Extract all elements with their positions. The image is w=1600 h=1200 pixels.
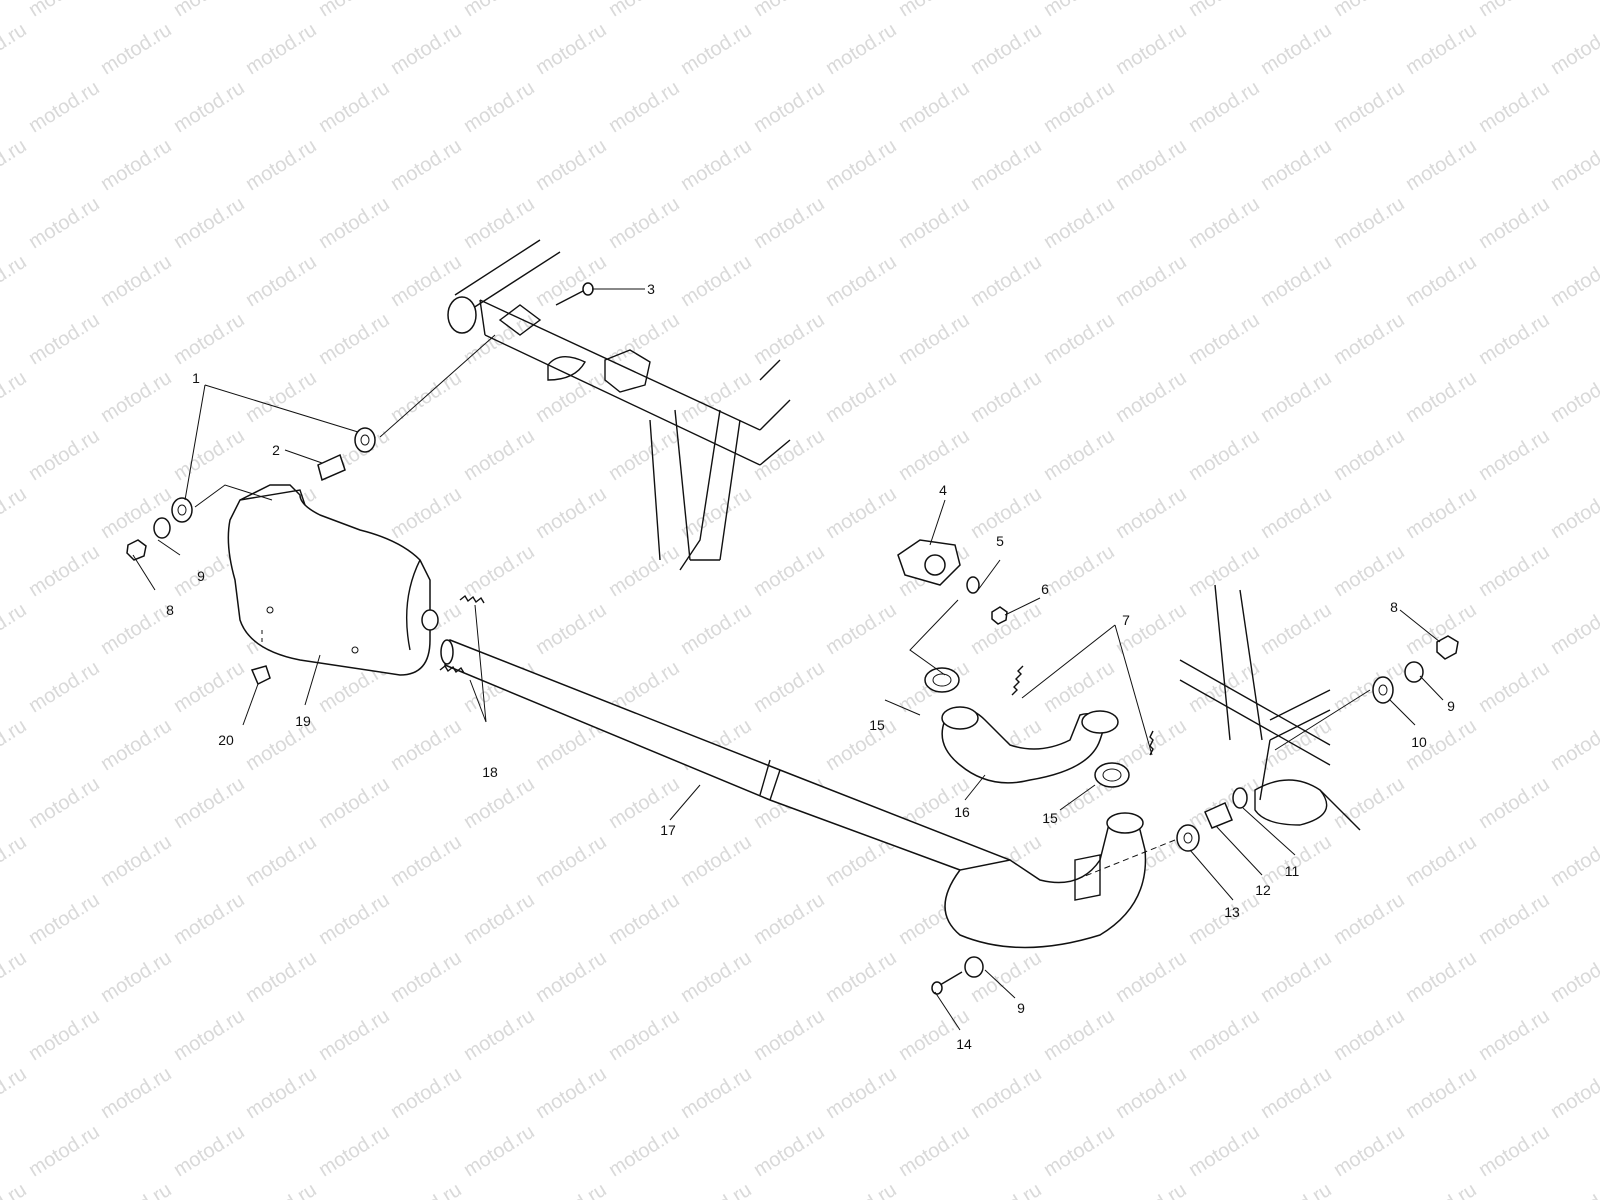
callout-13: 13: [1224, 904, 1240, 920]
callout-19: 19: [295, 713, 311, 729]
callout-9-left: 9: [197, 568, 205, 584]
callout-3: 3: [647, 281, 655, 297]
expansion-chamber: [944, 812, 1147, 949]
callout-6: 6: [1041, 581, 1049, 597]
callout-18: 18: [482, 764, 498, 780]
callout-12: 12: [1255, 882, 1271, 898]
callout-14: 14: [956, 1036, 972, 1052]
muffler: [227, 484, 439, 676]
callout-20: 20: [218, 732, 234, 748]
callout-10: 10: [1411, 734, 1427, 750]
tailpipe: [440, 638, 1012, 875]
callout-1: 1: [192, 370, 200, 386]
callout-labels: 1 2 3 4 5 6 7 8 9 8 9 10 11 12 13 9 14 1…: [166, 281, 1455, 1052]
right-frame: [1179, 584, 1361, 831]
callout-15-upper: 15: [869, 717, 885, 733]
callout-2: 2: [272, 442, 280, 458]
callout-5: 5: [996, 533, 1004, 549]
hardware-parts: [126, 282, 1459, 995]
callout-4: 4: [939, 482, 947, 498]
callout-11: 11: [1285, 863, 1300, 879]
header-pipe: [941, 706, 1119, 784]
callout-17: 17: [660, 822, 676, 838]
callout-7: 7: [1122, 612, 1130, 628]
leader-lines: [132, 288, 1444, 1031]
callout-15-lower: 15: [1042, 810, 1058, 826]
upper-frame: [447, 239, 791, 571]
callout-8-right: 8: [1390, 599, 1398, 615]
callout-9-bottom: 9: [1017, 1000, 1025, 1016]
callout-16: 16: [954, 804, 970, 820]
callout-9-right: 9: [1447, 698, 1455, 714]
callout-8-left: 8: [166, 602, 174, 618]
